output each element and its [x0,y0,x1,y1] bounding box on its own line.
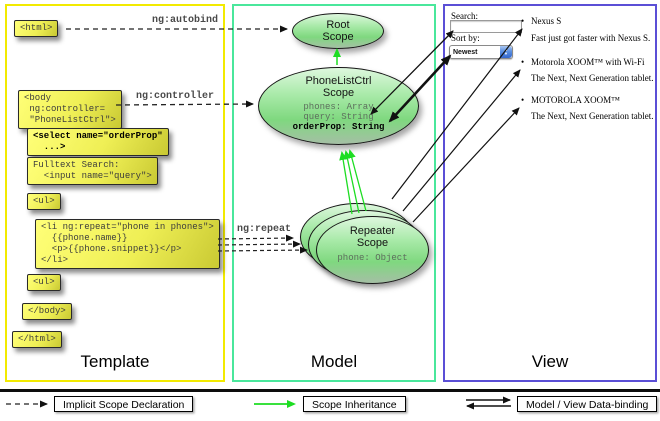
view-item-desc: Fast just got faster with Nexus S. [531,33,651,43]
repeater-scope-label: Repeater Scope [349,225,396,249]
code-ul-open: <ul> [27,193,61,210]
view-item-desc: The Next, Next Generation tablet. [531,73,654,83]
view-item-desc: The Next, Next Generation tablet. [531,111,654,121]
code-ul-close: <ul> [27,274,61,291]
phonelistctrl-prop-phones: phones: Array [303,102,374,112]
phonelistctrl-prop-query: query: String [303,112,374,122]
repeater-prop-phone: phone: Object [337,253,408,263]
dropdown-stepper-icon: ▲▼ [500,46,512,58]
root-scope-label: Root Scope [322,19,354,43]
phonelistctrl-prop-orderprop: orderProp: String [292,122,385,132]
search-input[interactable] [450,20,522,33]
sort-select-dropdown[interactable]: Newest ▲▼ [449,45,513,59]
code-body-open: <body ng:controller= "PhoneListCtrl"> [18,90,122,129]
phonelistctrl-scope-ellipse: PhoneListCtrl Scope phones: Array query:… [258,67,419,145]
bullet-icon: • [521,95,525,105]
legend-implicit-scope: Implicit Scope Declaration [54,396,194,412]
bullet-icon: • [521,16,525,26]
legend-scope-inheritance: Scope Inheritance [303,396,406,412]
bullet-icon: • [521,57,525,67]
code-fulltext-search: Fulltext Search: <input name="query"> [27,157,158,185]
sort-by-label: Sort by: [451,33,480,43]
code-body-close: </body> [22,303,72,320]
template-panel-title: Template [80,352,150,371]
view-item-title: Nexus S [531,16,562,26]
model-panel-title: Model [310,352,358,371]
sort-select-value: Newest [453,48,478,56]
phonelistctrl-scope-label: PhoneListCtrl Scope [305,75,372,99]
ng-autobind-label: ng:autobind [152,15,219,26]
model-panel: Model [232,4,436,382]
legend-separator [0,389,660,392]
ng-repeat-label: ng:repeat [237,224,292,235]
code-select: <select name="orderProp" ...> [27,128,169,156]
code-html-close: </html> [12,331,62,348]
search-label: Search: [451,11,478,21]
repeater-scope-ellipse-front: Repeater Scope phone: Object [316,216,429,284]
view-panel-title: View [531,352,569,371]
view-item-title: Motorola XOOM™ with Wi-Fi [531,57,645,67]
root-scope-ellipse: Root Scope [292,13,384,49]
code-li-repeat: <li ng:repeat="phone in phones"> {{phone… [35,219,220,269]
code-html-open: <html> [14,20,59,37]
ng-controller-label: ng:controller [136,91,215,102]
view-item-title: MOTOROLA XOOM™ [531,95,620,105]
legend-databinding: Model / View Data-binding [517,396,658,412]
